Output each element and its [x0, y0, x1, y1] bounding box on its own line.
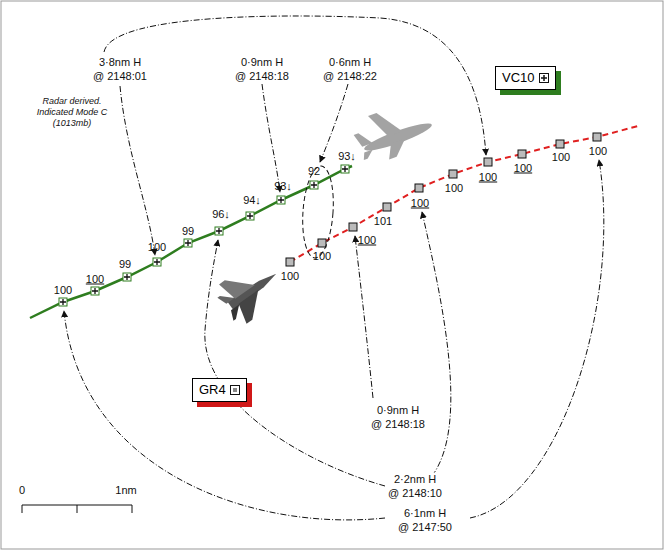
track-symbol: [539, 73, 549, 83]
separation-callout: @ 2148:18: [234, 70, 290, 83]
scale-label: 1nm: [115, 484, 136, 497]
track-symbol: [230, 385, 240, 395]
separation-callout: 0·6nm H: [328, 56, 372, 69]
note-text: Radar derived. Indicated Mode C (1013mb): [30, 96, 114, 129]
aircraft-name: VC10: [502, 70, 535, 86]
altitude-readout: 93↓: [338, 150, 356, 163]
altitude-readout: 100: [411, 197, 429, 210]
separation-callout: @ 2148:18: [370, 418, 426, 431]
altitude-readout: 101: [374, 215, 392, 228]
separation-callout: 0·9nm H: [376, 404, 420, 417]
aircraft-label-box: GR4: [192, 378, 247, 402]
altitude-readout: 100: [479, 171, 497, 184]
scale-bar: [22, 505, 132, 513]
altitude-readout: 99: [182, 225, 194, 238]
altitude-readout: 100: [148, 241, 166, 254]
cpa-ellipse: [300, 165, 336, 259]
aircraft-name: GR4: [199, 382, 226, 398]
altitude-readout: 94↓: [243, 194, 261, 207]
altitude-readout: 100: [589, 145, 607, 158]
altitude-readout: 100: [358, 234, 376, 247]
altitude-readout: 99: [119, 258, 131, 271]
separation-callout: 0·9nm H: [240, 56, 284, 69]
altitude-readout: 100: [313, 250, 331, 263]
scale-label: 0: [19, 484, 25, 497]
separation-callout: @ 2148:22: [322, 70, 378, 83]
separation-callout: 6·1nm H: [403, 507, 447, 520]
altitude-readout: 100: [54, 284, 72, 297]
altitude-readout: 93↓: [274, 180, 292, 193]
leader-lines: [64, 16, 604, 520]
gr4-track: [290, 126, 638, 262]
separation-callout: 3·8nm H: [98, 56, 142, 69]
altitude-readout: 100: [86, 273, 104, 286]
altitude-readout: 92: [308, 165, 320, 178]
altitude-readout: 100: [514, 162, 532, 175]
altitude-readout: 100: [552, 151, 570, 164]
gr4-aircraft: [212, 254, 290, 329]
track-markers: [59, 133, 601, 306]
altitude-readout: 96↓: [212, 208, 230, 221]
vc10-track: [30, 166, 352, 318]
altitude-readout: 100: [445, 182, 463, 195]
separation-callout: @ 2148:10: [387, 487, 443, 500]
aircraft-label-box: VC10: [495, 66, 556, 90]
separation-callout: 2·2nm H: [393, 473, 437, 486]
separation-callout: @ 2148:01: [92, 70, 148, 83]
separation-callout: @ 2147:50: [397, 521, 453, 534]
vc10-aircraft: [349, 96, 438, 167]
altitude-readout: 100: [281, 270, 299, 283]
